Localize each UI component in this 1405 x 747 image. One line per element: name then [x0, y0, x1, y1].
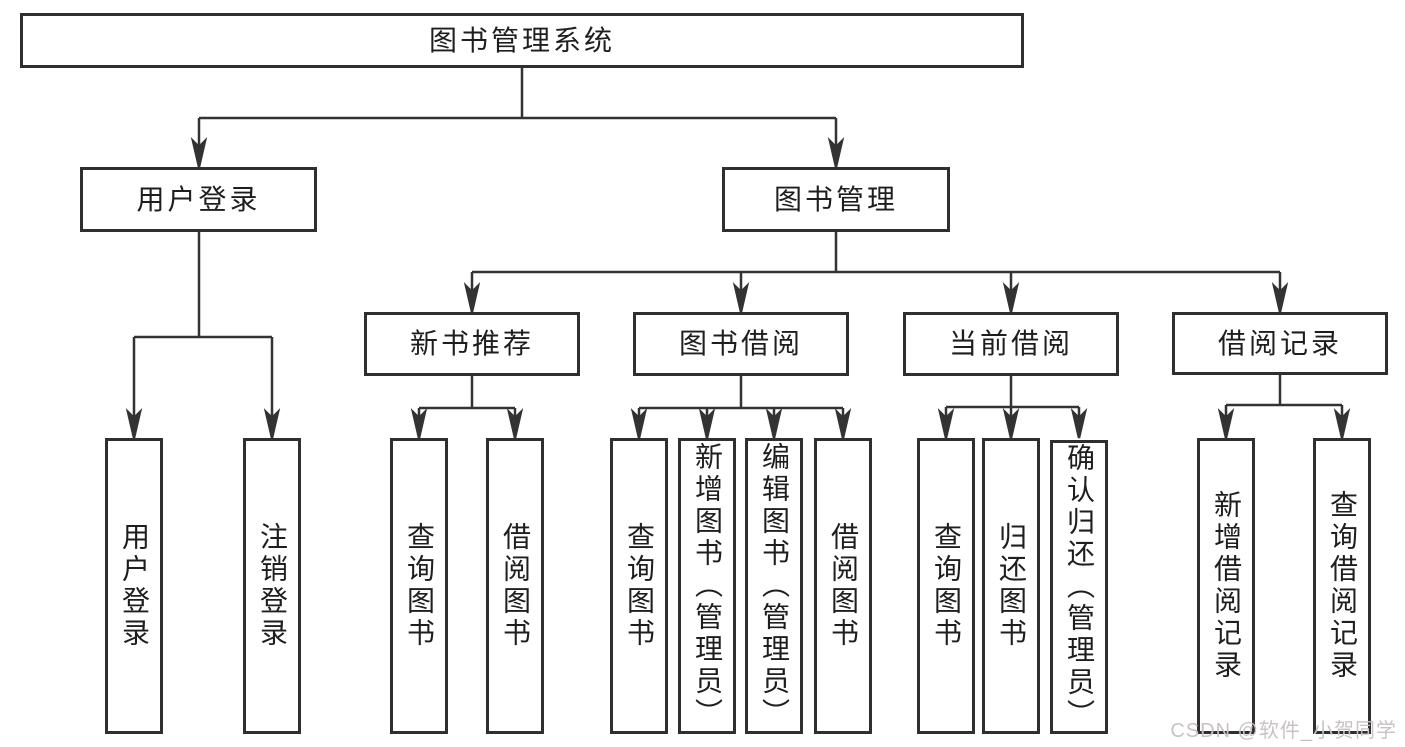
connector-current-borrow-to-leaves [937, 376, 1088, 439]
connector-borrow-records-to-leaves [1217, 375, 1351, 439]
leaf-user-login: 用户登录 [105, 438, 163, 734]
leaf-confirm-return-admin: 确认归还（管理员） [1050, 440, 1108, 734]
leaf-borrow-books-borrow: 借阅图书 [814, 438, 872, 734]
node-new-book-recommend: 新书推荐 [364, 312, 580, 376]
connector-root-to-level2 [190, 68, 845, 168]
leaf-return-books: 归还图书 [982, 438, 1040, 734]
node-current-borrow: 当前借阅 [903, 312, 1119, 376]
leaf-query-books-borrow: 查询图书 [610, 438, 668, 734]
node-borrow-records: 借阅记录 [1172, 312, 1388, 375]
node-book-borrow: 图书借阅 [633, 312, 849, 376]
leaf-add-borrow-record: 新增借阅记录 [1197, 438, 1255, 734]
leaf-query-books-current: 查询图书 [917, 438, 975, 734]
connector-book-management-to-level3 [463, 232, 1289, 313]
leaf-edit-book-admin: 编辑图书（管理员） [745, 438, 803, 734]
connector-user-login-to-leaves [125, 232, 281, 439]
arrowhead-icon [732, 282, 750, 313]
leaf-query-borrow-record: 查询借阅记录 [1313, 438, 1371, 734]
arrowhead-icon [827, 137, 845, 168]
arrowhead-icon [630, 408, 648, 439]
arrowhead-icon [1333, 408, 1351, 439]
arrowhead-icon [463, 282, 481, 313]
connector-new-book-recommend-to-leaves [410, 376, 524, 439]
arrowhead-icon [1217, 408, 1235, 439]
leaf-query-books-recommend: 查询图书 [390, 438, 448, 734]
leaf-borrow-books-recommend: 借阅图书 [486, 438, 544, 734]
arrowhead-icon [1271, 282, 1289, 313]
arrowhead-icon [1002, 408, 1020, 439]
arrowhead-icon [834, 408, 852, 439]
node-book-management: 图书管理 [722, 167, 950, 232]
csdn-watermark: CSDN @软件_小贺同学 [1170, 720, 1397, 742]
arrowhead-icon [937, 408, 955, 439]
arrowhead-icon [125, 408, 143, 439]
arrowhead-icon [1070, 408, 1088, 439]
arrowhead-icon [410, 408, 428, 439]
arrowhead-icon [698, 408, 716, 439]
leaf-add-book-admin: 新增图书（管理员） [678, 438, 736, 734]
arrowhead-icon [263, 408, 281, 439]
arrowhead-icon [506, 408, 524, 439]
arrowhead-icon [1002, 282, 1020, 313]
arrowhead-icon [765, 408, 783, 439]
leaf-logout: 注销登录 [243, 438, 301, 734]
connector-book-borrow-to-leaves [630, 376, 852, 439]
node-root: 图书管理系统 [20, 13, 1024, 68]
node-user-login-branch: 用户登录 [80, 167, 317, 232]
arrowhead-icon [190, 137, 208, 168]
